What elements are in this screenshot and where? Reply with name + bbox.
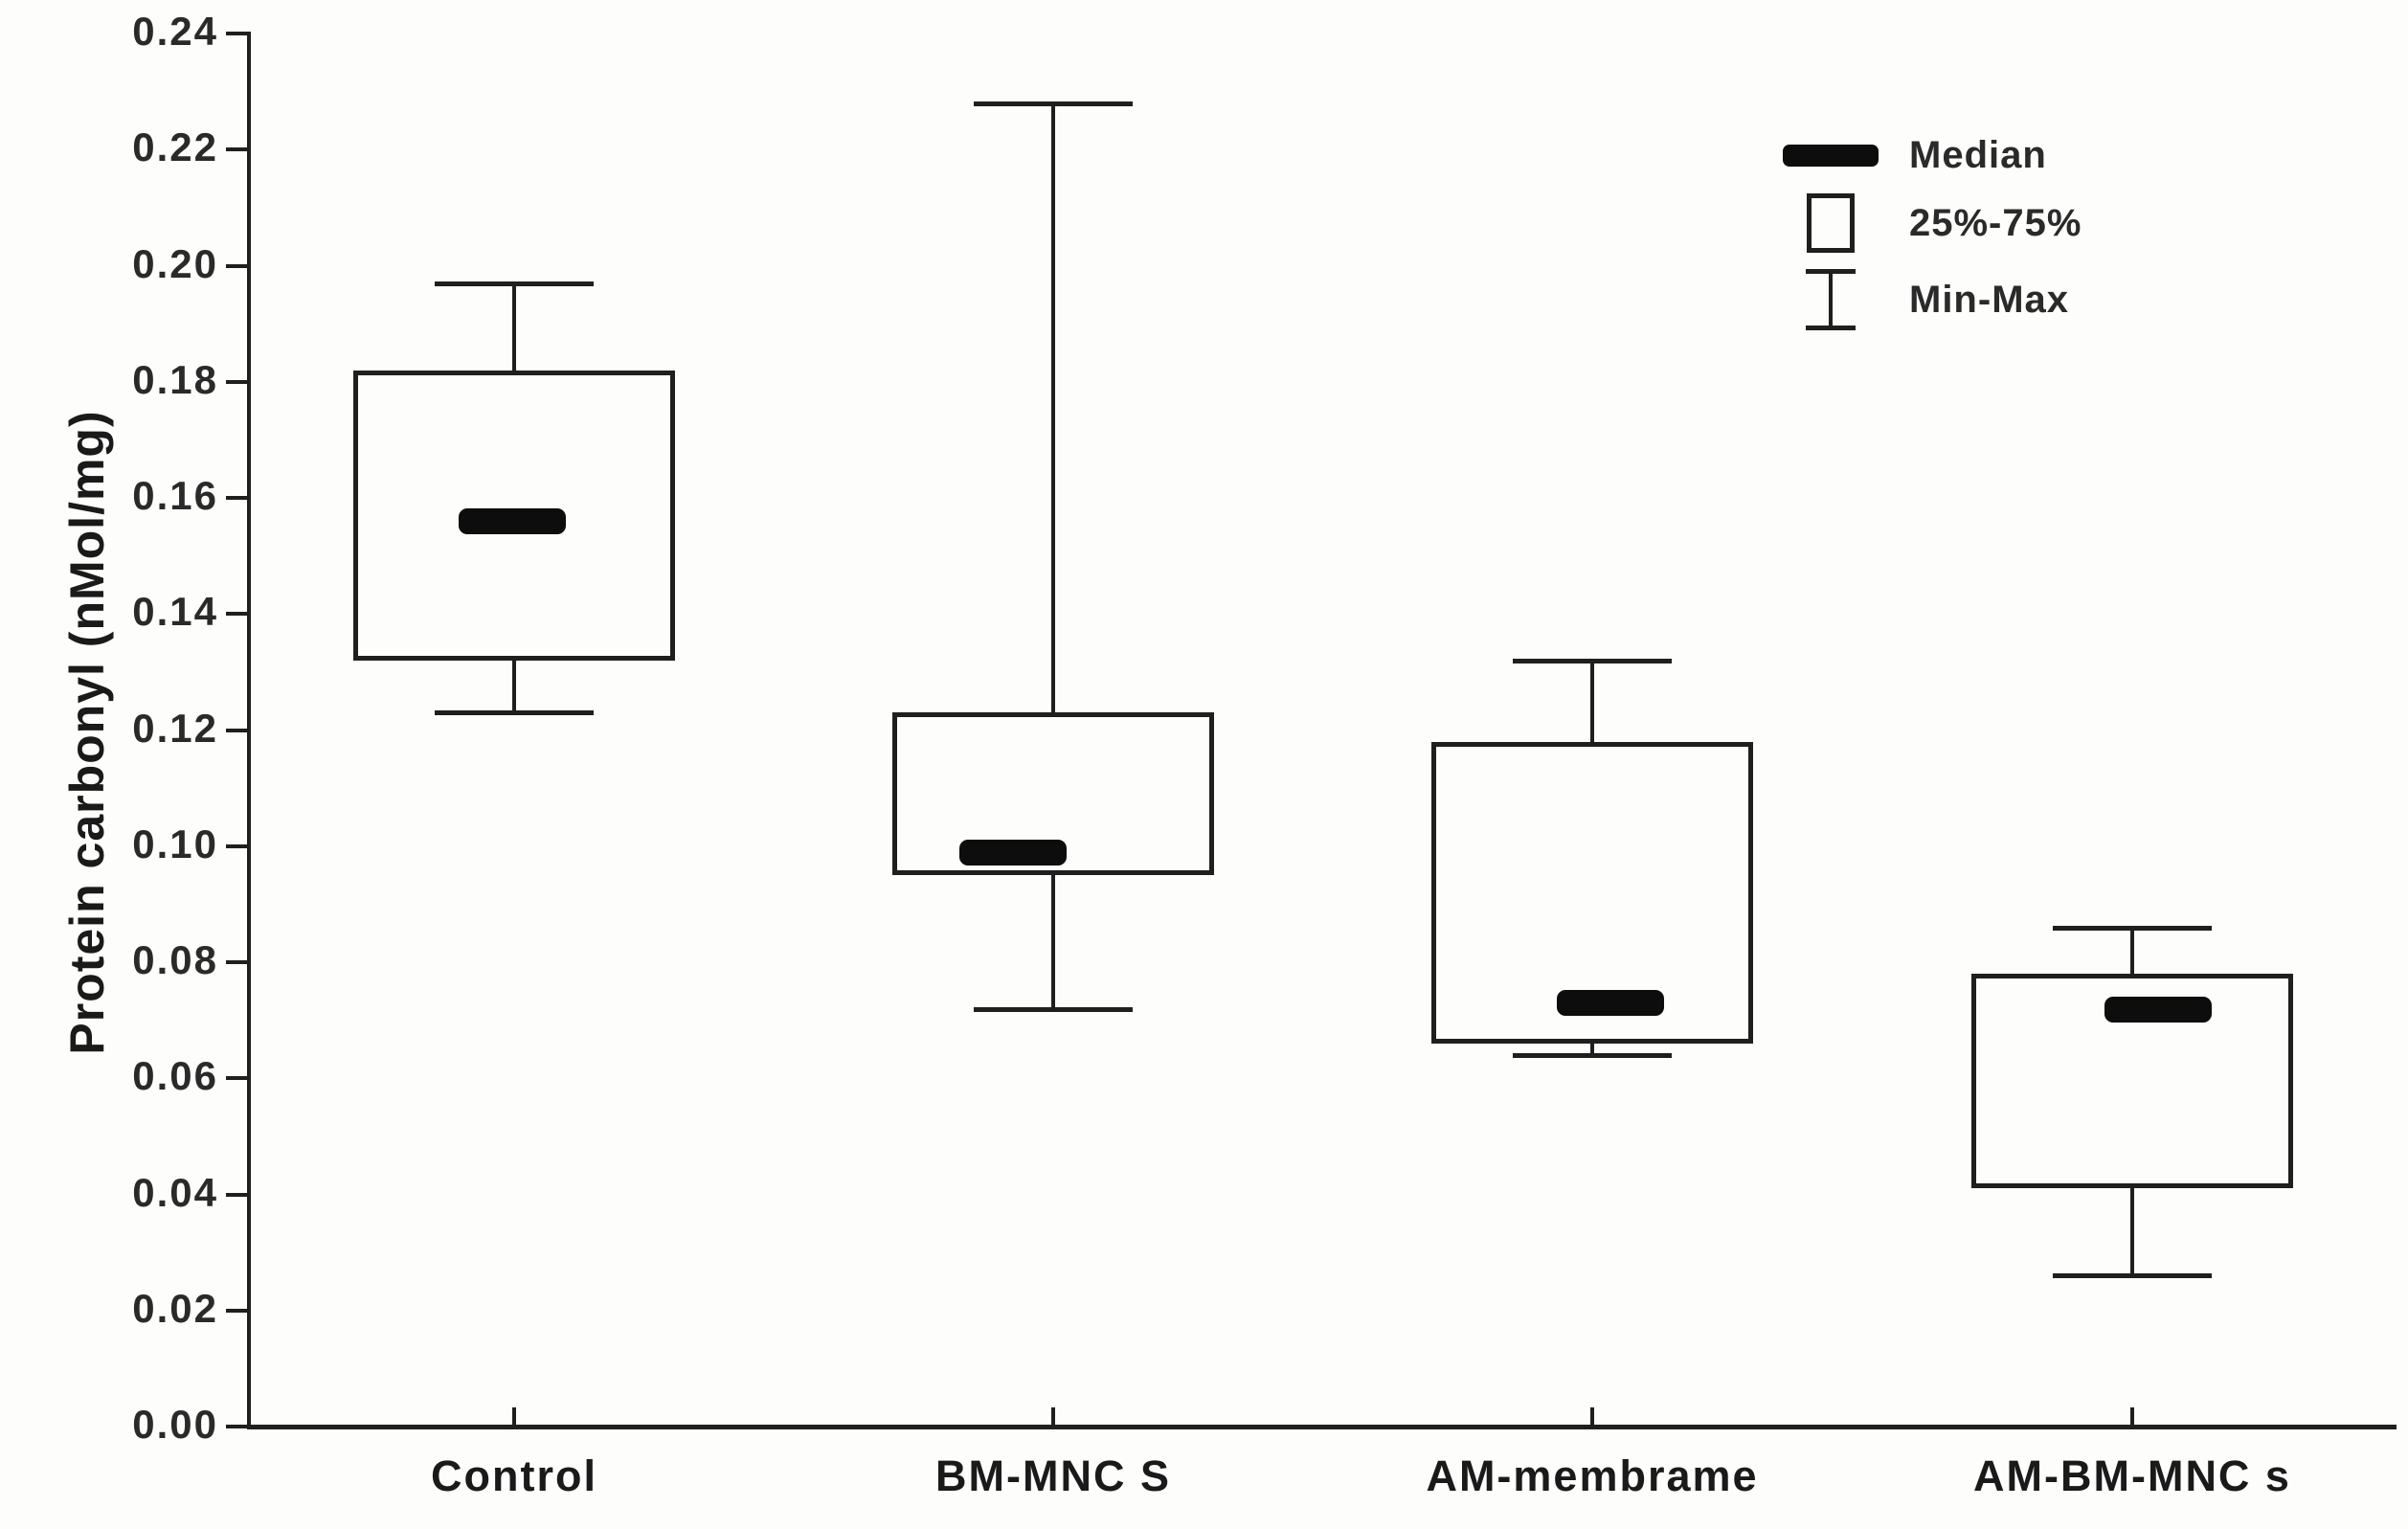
lower-whisker-line [1590, 1043, 1594, 1055]
legend-label-iqr: 25%-75% [1909, 201, 2082, 244]
max-whisker-cap [1513, 658, 1672, 663]
min-whisker-cap [974, 1006, 1133, 1012]
y-axis-tick [226, 147, 247, 152]
max-whisker-cap [2053, 925, 2212, 931]
y-axis-tick-label: 0.04 [132, 1169, 218, 1215]
median-bar [959, 839, 1067, 866]
legend-item-iqr: 25%-75% [1777, 193, 2082, 253]
upper-whisker-line [512, 282, 516, 371]
y-axis-tick [226, 1076, 247, 1081]
max-whisker-cap [435, 281, 594, 286]
median-bar-icon [1783, 145, 1879, 167]
iqr-box [1431, 741, 1753, 1044]
y-axis-tick-label: 0.06 [132, 1053, 218, 1099]
y-axis-tick-label: 0.02 [132, 1285, 218, 1331]
y-axis-tick [226, 263, 247, 268]
min-whisker-cap [435, 710, 594, 716]
lower-whisker-line [1051, 875, 1055, 1009]
x-axis-tick [1590, 1407, 1594, 1427]
y-axis-tick-label: 0.24 [132, 9, 218, 54]
lower-whisker-line [2130, 1188, 2134, 1276]
x-axis-line [247, 1425, 2397, 1429]
legend: Median 25%-75% Min-Max [1777, 134, 2082, 347]
y-axis-tick-label: 0.18 [132, 356, 218, 402]
y-axis-tick-label: 0.22 [132, 124, 218, 170]
x-category-label: BM-MNC S [935, 1451, 1171, 1500]
y-axis-tick-label: 0.14 [132, 589, 218, 635]
upper-whisker-line [2130, 927, 2134, 975]
upper-whisker-line [1051, 102, 1055, 713]
y-axis-tick-label: 0.12 [132, 705, 218, 751]
x-axis-tick [2130, 1407, 2134, 1427]
y-axis-tick [226, 728, 247, 732]
median-bar [1557, 990, 1664, 1017]
y-axis-tick [226, 1192, 247, 1197]
y-axis-tick-label: 0.10 [132, 821, 218, 866]
legend-label-minmax: Min-Max [1909, 278, 2069, 321]
median-bar [2104, 996, 2212, 1023]
x-category-label: Control [431, 1451, 597, 1500]
min-max-whisker-icon [1806, 269, 1856, 330]
legend-label-median: Median [1909, 134, 2047, 176]
upper-whisker-line [1590, 660, 1594, 742]
y-axis-tick [226, 1425, 247, 1428]
y-axis-tick-label: 0.16 [132, 473, 218, 518]
legend-item-minmax: Min-Max [1777, 269, 2082, 330]
y-axis-tick [226, 612, 247, 617]
y-axis-line [247, 32, 251, 1429]
x-axis-tick [1051, 1407, 1055, 1427]
y-axis-tick [226, 496, 247, 500]
y-axis-tick-label: 0.08 [132, 937, 218, 982]
y-axis-tick-label: 0.00 [132, 1402, 218, 1447]
y-axis-tick [226, 1308, 247, 1313]
iqr-box-icon [1807, 193, 1855, 253]
x-axis-tick [512, 1407, 516, 1427]
y-axis-tick [226, 379, 247, 384]
x-category-label: AM-membrame [1426, 1451, 1759, 1500]
y-axis-tick [226, 843, 247, 848]
max-whisker-cap [974, 101, 1133, 106]
y-axis-tick [226, 960, 247, 964]
min-whisker-cap [1513, 1053, 1672, 1058]
median-bar [459, 508, 566, 535]
iqr-box [892, 712, 1214, 876]
x-category-label: AM-BM-MNC s [1973, 1451, 2291, 1500]
y-axis-tick [226, 32, 247, 35]
legend-item-median: Median [1777, 134, 2082, 177]
min-whisker-cap [2053, 1273, 2212, 1279]
lower-whisker-line [512, 660, 516, 713]
y-axis-tick-label: 0.20 [132, 240, 218, 286]
